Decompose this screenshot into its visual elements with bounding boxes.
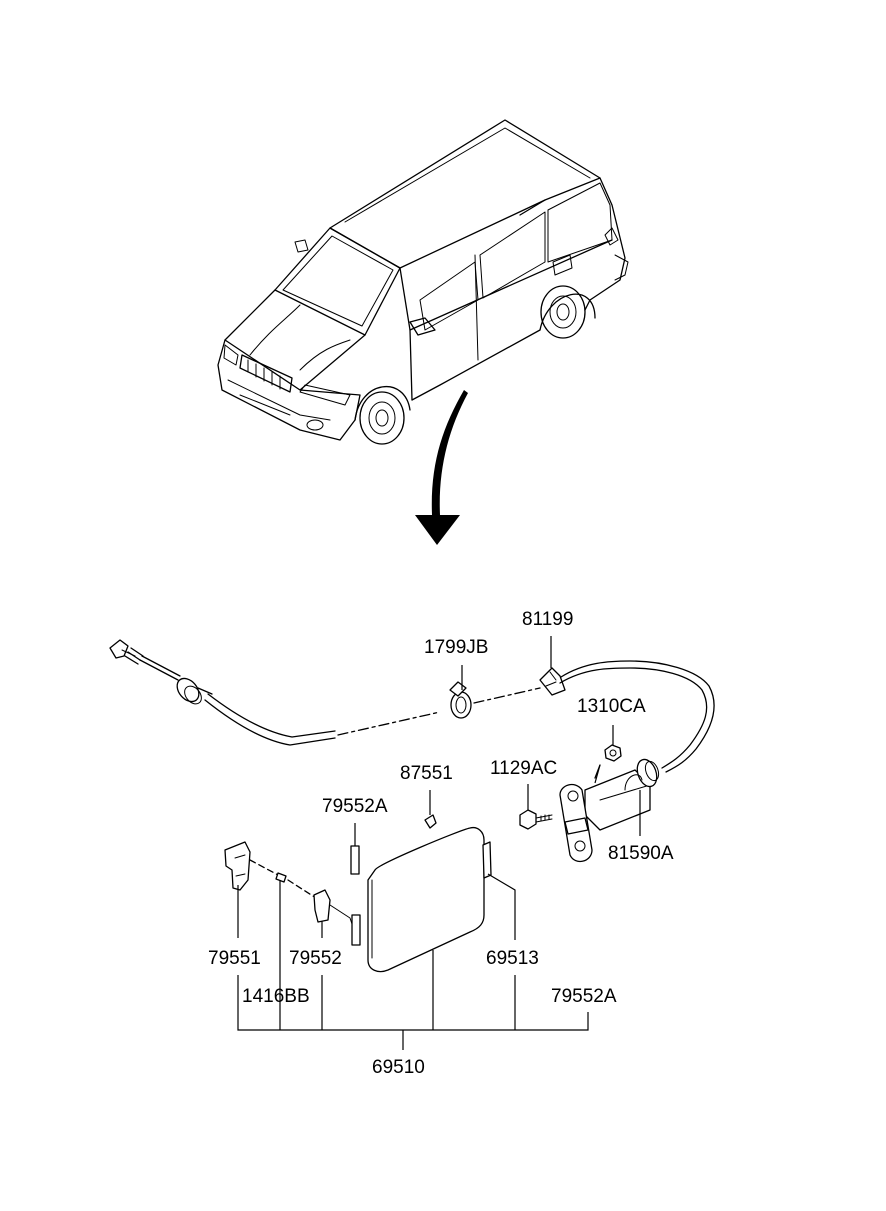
leader-lines: [237, 636, 641, 1050]
label-79552: 79552: [289, 948, 342, 969]
small-parts: [224, 814, 437, 946]
label-79552a-top: 79552A: [322, 796, 388, 817]
fuel-door-69510: [367, 826, 492, 973]
actuator-81590a: [559, 758, 660, 863]
nut-1310ca: [604, 744, 622, 762]
pointer-arrow: [415, 390, 468, 545]
bolt-1129ac: [519, 809, 553, 830]
label-69513: 69513: [486, 948, 539, 969]
label-87551: 87551: [400, 763, 453, 784]
label-1416bb: 1416BB: [242, 986, 310, 1007]
label-79551: 79551: [208, 948, 261, 969]
label-81590a: 81590A: [608, 843, 674, 864]
label-1799jb: 1799JB: [424, 637, 488, 658]
label-1310ca: 1310CA: [577, 696, 646, 717]
label-81199: 81199: [522, 609, 573, 630]
label-1129ac: 1129AC: [490, 758, 557, 779]
part-labels: 81199 1799JB 1310CA 1129AC 87551 79552A …: [208, 609, 674, 1078]
van-illustration: [217, 119, 629, 445]
label-69510: 69510: [372, 1057, 425, 1078]
release-cable: [109, 639, 715, 773]
label-79552a-bottom: 79552A: [551, 986, 617, 1007]
